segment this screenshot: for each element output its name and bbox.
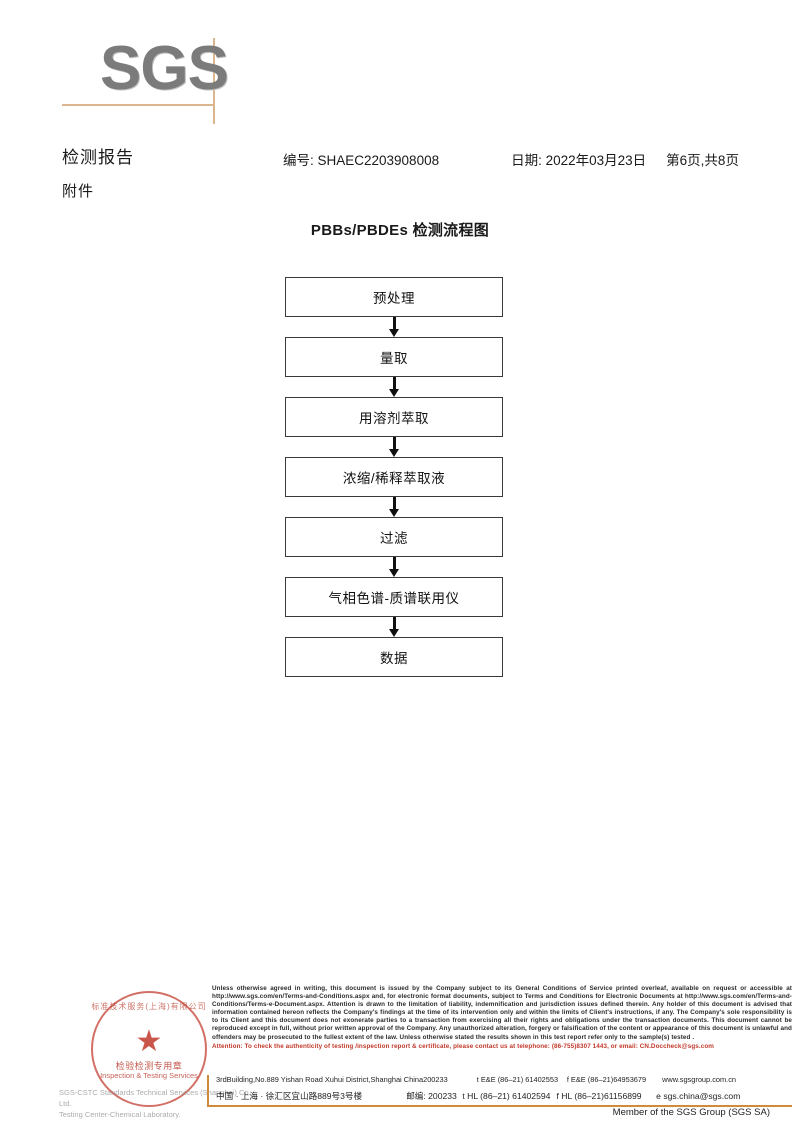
flow-step: 过滤 [285,517,503,557]
address-chinese: 中国 · 上海 · 徐汇区宜山路889号3号楼 [216,1091,363,1101]
fax-ee: f E&E (86–21)64953679 [566,1075,647,1084]
page-footer: 标准技术服务(上海)有限公司 ★ 检验检测专用章 Inspection & Te… [0,975,800,1131]
telephone-hl: t HL (86–21) 61402594 [462,1091,551,1101]
flow-step: 预处理 [285,277,503,317]
address-vertical-rule [207,1075,209,1105]
fax-hl: f HL (86–21)61156899 [556,1091,642,1101]
seal-watermark-line-2: Testing Center-Chemical Laboratory. [59,1110,181,1119]
flow-step: 气相色谱-质谱联用仪 [285,577,503,617]
sgs-logo: SGS [62,34,262,124]
flow-arrow-icon [285,317,503,337]
flow-arrow-icon [285,557,503,577]
logo-wordmark: SGS [100,34,229,103]
sgs-group-membership: Member of the SGS Group (SGS SA) [612,1107,770,1118]
address-row-english: 3rdBuilding,No.889 Yishan Road Xuhui Dis… [212,1075,792,1090]
logo-horizontal-rule [62,104,214,106]
header-meta: 编号: SHAEC2203908008 日期: 2022年03月23日 第6页,共8… [283,149,753,169]
flow-step: 用溶剂萃取 [285,397,503,437]
flow-arrow-icon [285,377,503,397]
attachment-label: 附件 [62,183,95,200]
seal-chinese-text: 检验检测专用章 [115,1061,183,1071]
flow-step: 浓缩/稀释萃取液 [285,457,503,497]
authenticity-attention-text: Attention: To check the authenticity of … [212,1042,714,1050]
seal-arc-text: 标准技术服务(上海)有限公司 [91,1002,207,1011]
report-date: 日期: 2022年03月23日 [511,153,647,168]
seal-watermark-line-1: SGS-CSTC Standards Technical Services (S… [59,1088,253,1108]
flowchart-title: PBBs/PBDEs 检测流程图 [310,222,490,239]
flow-arrow-icon [285,617,503,637]
email-link[interactable]: e sgs.china@sgs.com [656,1091,741,1101]
telephone-ee: t E&E (86–21) 61402553 [476,1075,559,1084]
flowchart: 预处理 量取 用溶剂萃取 浓缩/稀释萃取液 过滤 气相色谱-质谱联用仪 数据 [285,277,503,677]
address-english: 3rdBuilding,No.889 Yishan Road Xuhui Dis… [216,1075,424,1084]
address-horizontal-rule [207,1105,792,1107]
seal-watermark: SGS-CSTC Standards Technical Services (S… [59,1087,259,1120]
website-link[interactable]: www.sgsgroup.com.cn [662,1075,737,1084]
address-row-chinese: 中国 · 上海 · 徐汇区宜山路889号3号楼 邮编: 200233 t HL … [212,1090,792,1105]
flow-step: 数据 [285,637,503,677]
flow-arrow-icon [285,437,503,457]
flow-arrow-icon [285,497,503,517]
star-icon: ★ [135,1025,163,1058]
legal-body-text: Unless otherwise agreed in writing, this… [212,985,792,1041]
legal-disclaimer: Unless otherwise agreed in writing, this… [212,985,792,1051]
page-title: 检测报告 [62,148,134,167]
page-indicator: 第6页,共8页 [666,153,739,168]
flow-step: 量取 [285,337,503,377]
address-block: 3rdBuilding,No.889 Yishan Road Xuhui Dis… [207,1075,792,1107]
report-number: 编号: SHAEC2203908008 [283,153,440,168]
company-seal-stamp: 标准技术服务(上海)有限公司 ★ 检验检测专用章 Inspection & Te… [59,983,253,1119]
seal-ring [91,991,207,1107]
logo-vertical-rule [213,38,215,124]
seal-english-text: Inspection & Testing Services [100,1071,198,1080]
postcode-chinese: 邮编: 200233 [406,1091,457,1101]
postcode-english: 200233 [423,1075,448,1084]
